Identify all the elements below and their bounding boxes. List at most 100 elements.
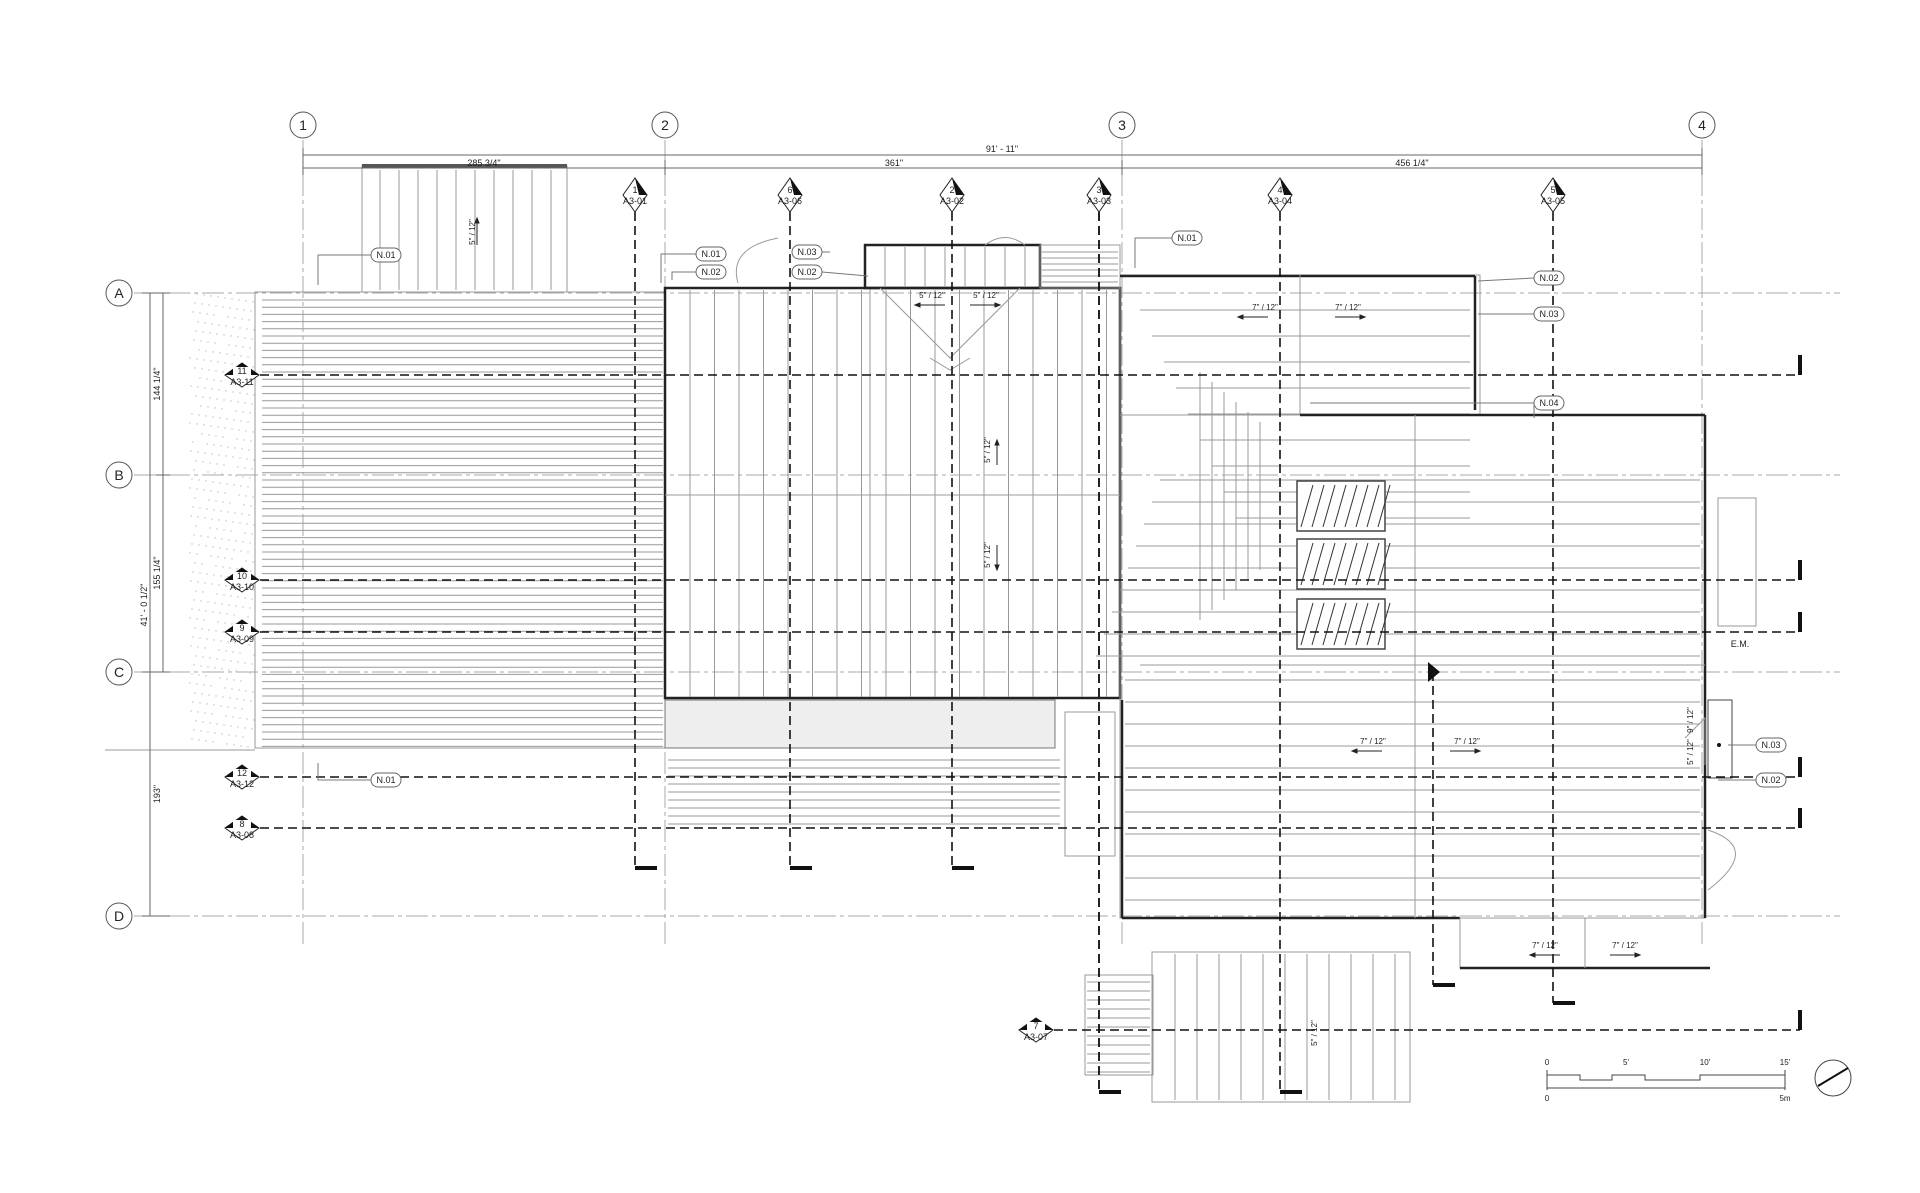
- gravel-dot: [190, 450, 192, 452]
- gravel-dot: [193, 469, 195, 471]
- gravel-dot: [192, 441, 194, 443]
- gravel-dot: [246, 393, 248, 395]
- svg-text:A3-02: A3-02: [940, 196, 964, 206]
- gravel-dot: [207, 666, 209, 668]
- svg-text:N.03: N.03: [1761, 740, 1780, 750]
- gravel-dot: [253, 394, 255, 396]
- gravel-dot: [208, 499, 210, 501]
- gravel-dot: [232, 456, 234, 458]
- gravel-dot: [212, 741, 214, 743]
- gravel-dot: [243, 439, 245, 441]
- svg-text:6: 6: [787, 185, 792, 195]
- gravel-dot: [189, 617, 191, 619]
- gravel-dot: [253, 524, 255, 526]
- gravel-dot: [241, 513, 243, 515]
- gravel-dot: [210, 490, 212, 492]
- gravel-dot: [195, 395, 197, 397]
- gravel-dot: [221, 408, 223, 410]
- gravel-dot: [195, 525, 197, 527]
- gravel-dot: [203, 294, 205, 296]
- gravel-dot: [250, 440, 252, 442]
- gravel-dot: [242, 736, 244, 738]
- gravel-dot: [205, 545, 207, 547]
- scale-tick: 10': [1700, 1058, 1711, 1067]
- gravel-dot: [206, 508, 208, 510]
- gravel-dot: [212, 351, 214, 353]
- gravel-dot: [243, 699, 245, 701]
- gravel-dot: [237, 596, 239, 598]
- gravel-dot: [244, 467, 246, 469]
- gravel-dot: [209, 722, 211, 724]
- gravel-dot: [216, 528, 218, 530]
- skylight-hatch: [1300, 542, 1314, 586]
- gravel-dot: [248, 319, 250, 321]
- gravel-dot: [225, 715, 227, 717]
- gravel-dot: [204, 452, 206, 454]
- gravel-dot: [217, 621, 219, 623]
- skylight-frame: [1296, 480, 1386, 532]
- gravel-dot: [213, 704, 215, 706]
- gravel-dot: [190, 580, 192, 582]
- gravel-dot: [232, 391, 234, 393]
- gravel-dot: [203, 359, 205, 361]
- drawing-line: [984, 237, 1026, 246]
- gravel-dot: [219, 482, 221, 484]
- gravel-dot: [230, 660, 232, 662]
- gravel-dot: [250, 570, 252, 572]
- gravel-dot: [199, 702, 201, 704]
- gravel-dot: [209, 332, 211, 334]
- dim-row-cd: 193": [152, 785, 162, 803]
- gravel-dot: [191, 608, 193, 610]
- gravel-dot: [227, 641, 229, 643]
- gravel-dot: [208, 434, 210, 436]
- gravel-dot: [244, 402, 246, 404]
- gravel-dot: [240, 355, 242, 357]
- gravel-dot: [206, 443, 208, 445]
- svg-text:9: 9: [239, 623, 244, 633]
- gravel-dot: [215, 370, 217, 372]
- gravel-dot: [211, 713, 213, 715]
- skylight-hatch: [1377, 602, 1391, 646]
- gravel-dot: [189, 552, 191, 554]
- svg-text:7" / 12": 7" / 12": [1335, 303, 1361, 312]
- roof-section-1-bump: [361, 165, 568, 293]
- gravel-dot: [242, 411, 244, 413]
- gravel-dot: [211, 388, 213, 390]
- skylight-hatch: [1344, 602, 1358, 646]
- gravel-dot: [221, 473, 223, 475]
- gravel-dot: [234, 642, 236, 644]
- svg-text:5" / 12": 5" / 12": [1686, 739, 1695, 765]
- gravel-dot: [224, 557, 226, 559]
- gravel-dot: [221, 733, 223, 735]
- section-cut-lines: [260, 212, 1802, 1094]
- gravel-dot: [235, 345, 237, 347]
- gravel-dot: [196, 553, 198, 555]
- gravel-dot: [236, 438, 238, 440]
- gravel-dot: [226, 743, 228, 745]
- drawing-line: [1707, 829, 1736, 891]
- gravel-dot: [216, 658, 218, 660]
- gravel-dot: [221, 603, 223, 605]
- gravel-dot: [220, 510, 222, 512]
- gravel-dot: [231, 688, 233, 690]
- svg-text:1: 1: [632, 185, 637, 195]
- svg-text:D: D: [114, 908, 124, 924]
- gravel-dot: [205, 480, 207, 482]
- gravel-dot: [239, 392, 241, 394]
- gravel-dot: [214, 407, 216, 409]
- gravel-dot: [239, 327, 241, 329]
- gravel-dot: [197, 516, 199, 518]
- gravel-dot: [195, 590, 197, 592]
- gravel-dot: [223, 659, 225, 661]
- skylight-hatch: [1333, 484, 1347, 528]
- gravel-dot: [244, 662, 246, 664]
- gravel-dot: [250, 700, 252, 702]
- gravel-dot: [247, 486, 249, 488]
- gravel-dot: [220, 640, 222, 642]
- gravel-dot: [209, 397, 211, 399]
- gravel-dot: [205, 610, 207, 612]
- gravel-dot: [241, 318, 243, 320]
- grid-bubble-2: 2: [651, 111, 679, 139]
- gravel-dot: [197, 451, 199, 453]
- svg-text:N.01: N.01: [376, 250, 395, 260]
